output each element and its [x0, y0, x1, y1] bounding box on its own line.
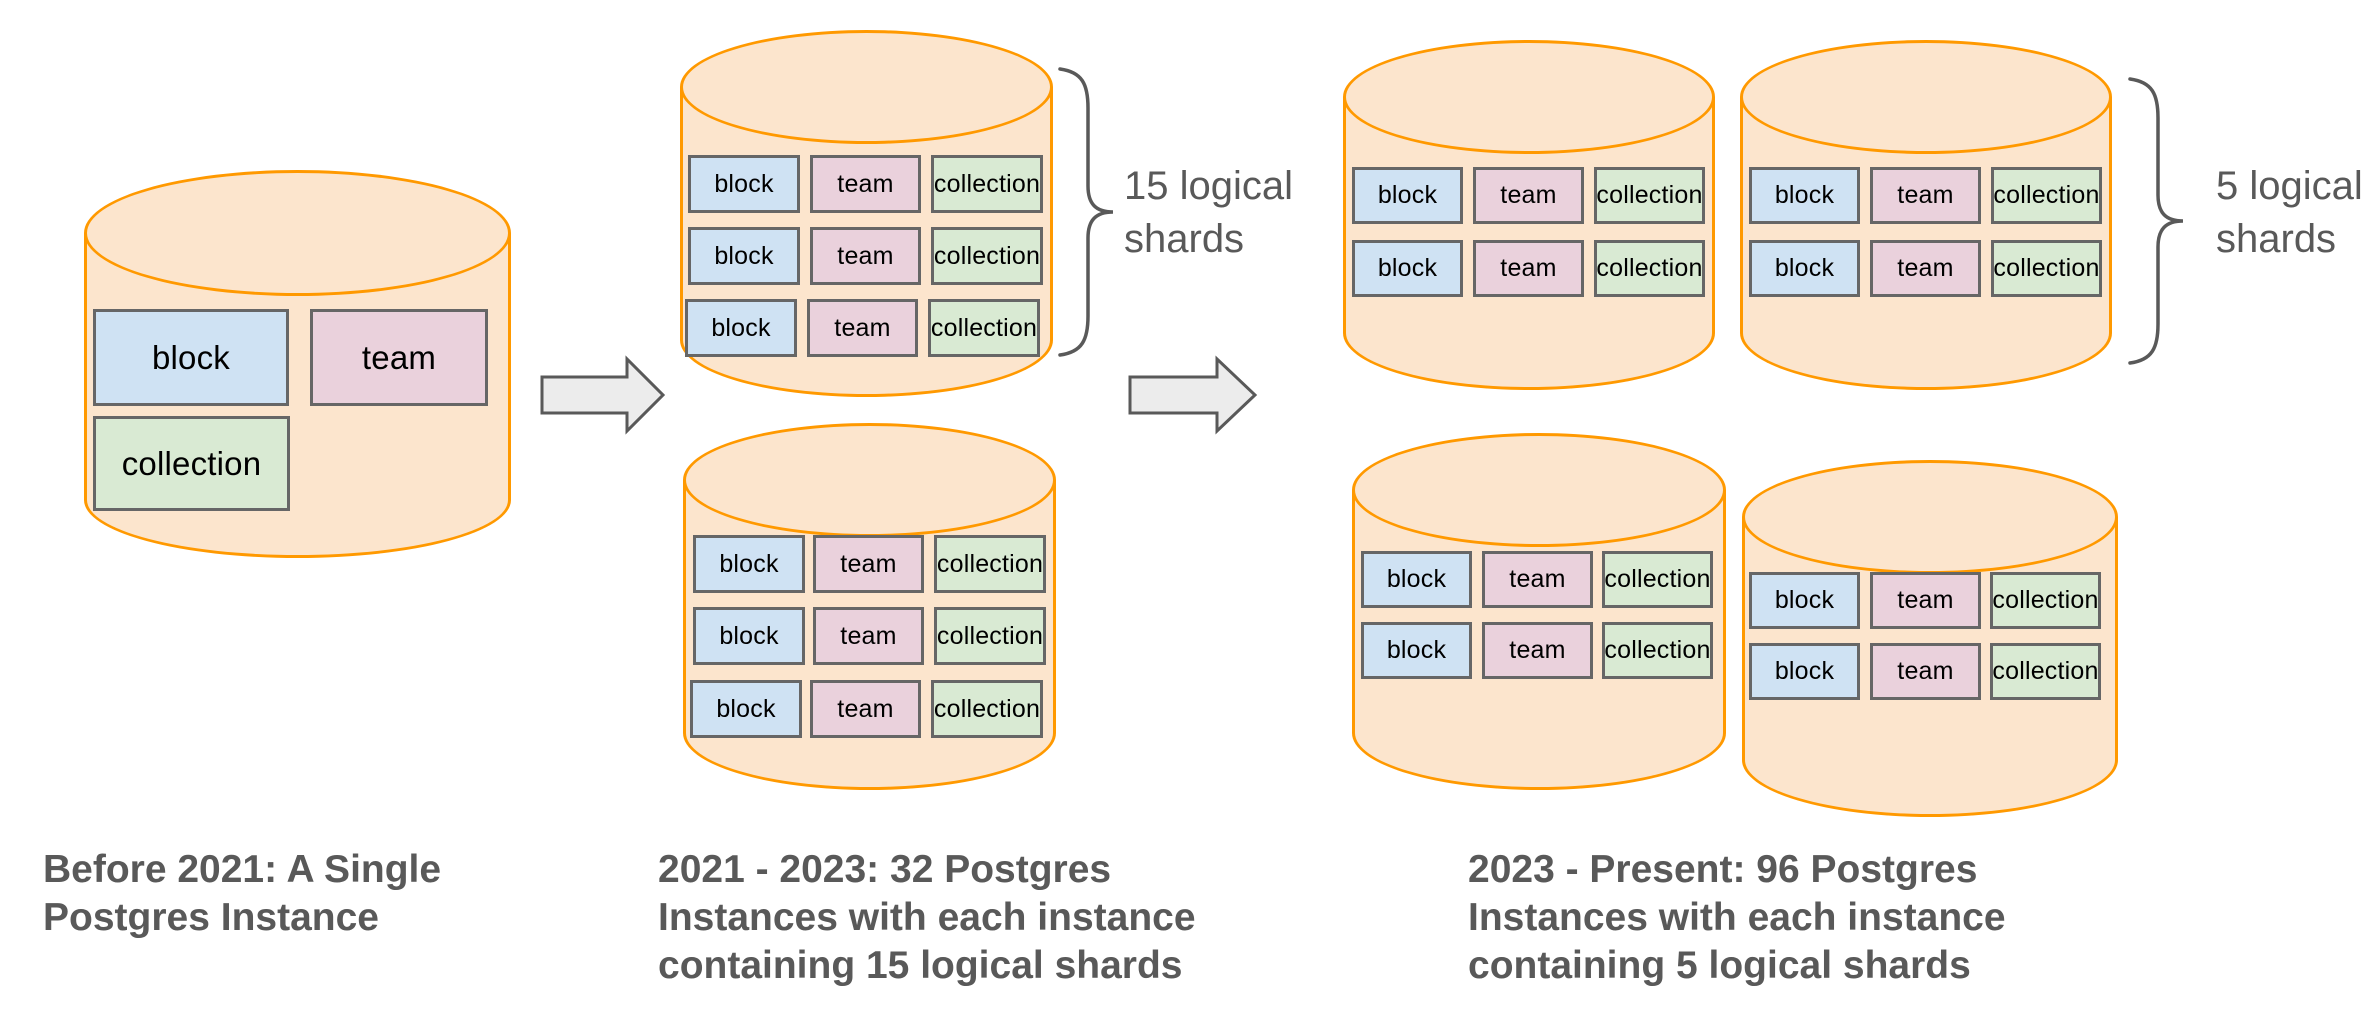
- caption-line: containing 15 logical shards: [658, 944, 1183, 987]
- cylinder-single-instance: block team collection: [84, 170, 511, 558]
- caption-2021-2023: 2021 - 2023: 32 Postgres Instances with …: [658, 846, 1196, 990]
- block-table: block: [1749, 240, 1860, 297]
- collection-table: collection: [928, 299, 1040, 357]
- team-table: team: [813, 535, 924, 593]
- block-table: block: [1749, 572, 1860, 629]
- caption-line: 2023 - Present: 96 Postgres: [1468, 848, 1978, 891]
- team-table: team: [1482, 622, 1593, 679]
- team-table: team: [1870, 572, 1981, 629]
- block-table: block: [688, 227, 800, 285]
- caption-2023-present: 2023 - Present: 96 Postgres Instances wi…: [1468, 846, 2006, 990]
- team-table: team: [1473, 240, 1584, 297]
- cylinder-top-ellipse: [1742, 460, 2118, 574]
- shard-label-line: shards: [2216, 217, 2337, 261]
- team-table: team: [1870, 643, 1981, 700]
- block-table: block: [685, 299, 797, 357]
- collection-table: collection: [1990, 643, 2101, 700]
- collection-table: collection: [1990, 572, 2101, 629]
- block-table: block: [1361, 622, 1472, 679]
- caption-line: 2021 - 2023: 32 Postgres: [658, 848, 1112, 891]
- collection-table: collection: [931, 155, 1043, 213]
- cylinder-present-bottom-right: block team collection block team collect…: [1742, 460, 2118, 817]
- collection-table: collection: [931, 227, 1043, 285]
- cylinder-2021-top: block team collection block team collect…: [680, 30, 1053, 397]
- cylinder-top-ellipse: [1343, 40, 1715, 154]
- team-table: team: [310, 309, 488, 406]
- label-15-logical-shards: 15 logical shards: [1124, 160, 1293, 266]
- collection-table: collection: [1594, 240, 1705, 297]
- team-table: team: [1870, 240, 1981, 297]
- cylinder-top-ellipse: [84, 170, 511, 296]
- block-table: block: [1352, 167, 1463, 224]
- collection-table: collection: [1991, 240, 2102, 297]
- caption-line: Before 2021: A Single: [43, 848, 442, 891]
- collection-table: collection: [1991, 167, 2102, 224]
- block-table: block: [1352, 240, 1463, 297]
- caption-line: containing 5 logical shards: [1468, 944, 1971, 987]
- flow-arrow-icon-1: [540, 355, 666, 435]
- cylinder-top-ellipse: [1352, 433, 1726, 547]
- caption-line: Instances with each instance: [658, 896, 1196, 939]
- team-table: team: [810, 227, 921, 285]
- block-table: block: [1749, 643, 1860, 700]
- team-table: team: [810, 155, 921, 213]
- collection-table: collection: [1602, 551, 1713, 608]
- block-table: block: [1749, 167, 1860, 224]
- block-table: block: [693, 535, 805, 593]
- team-table: team: [1473, 167, 1584, 224]
- flow-arrow-icon-2: [1128, 355, 1258, 435]
- block-table: block: [688, 155, 800, 213]
- team-table: team: [807, 299, 918, 357]
- cylinder-top-ellipse: [680, 30, 1053, 144]
- shard-label-line: shards: [1124, 217, 1245, 261]
- brace-5-shards: [2126, 76, 2188, 366]
- team-table: team: [1482, 551, 1593, 608]
- caption-line: Postgres Instance: [43, 896, 379, 939]
- cylinder-present-top-left: block team collection block team collect…: [1343, 40, 1715, 390]
- team-table: team: [1870, 167, 1981, 224]
- cylinder-present-bottom-left: block team collection block team collect…: [1352, 433, 1726, 790]
- cylinder-2021-bottom: block team collection block team collect…: [683, 423, 1056, 790]
- cylinder-top-ellipse: [683, 423, 1056, 537]
- cylinder-top-ellipse: [1740, 40, 2112, 154]
- collection-table: collection: [1594, 167, 1705, 224]
- collection-table: collection: [93, 416, 290, 511]
- team-table: team: [810, 680, 921, 738]
- team-table: team: [813, 607, 924, 665]
- collection-table: collection: [934, 535, 1046, 593]
- block-table: block: [93, 309, 289, 406]
- collection-table: collection: [931, 680, 1043, 738]
- label-5-logical-shards: 5 logical shards: [2216, 160, 2363, 266]
- block-table: block: [1361, 551, 1472, 608]
- shard-label-line: 5 logical: [2216, 164, 2363, 208]
- block-table: block: [690, 680, 802, 738]
- collection-table: collection: [934, 607, 1046, 665]
- brace-15-shards: [1056, 66, 1118, 358]
- collection-table: collection: [1602, 622, 1713, 679]
- block-table: block: [693, 607, 805, 665]
- cylinder-present-top-right: block team collection block team collect…: [1740, 40, 2112, 390]
- caption-line: Instances with each instance: [1468, 896, 2006, 939]
- caption-before-2021: Before 2021: A Single Postgres Instance: [43, 846, 441, 942]
- shard-label-line: 15 logical: [1124, 164, 1294, 208]
